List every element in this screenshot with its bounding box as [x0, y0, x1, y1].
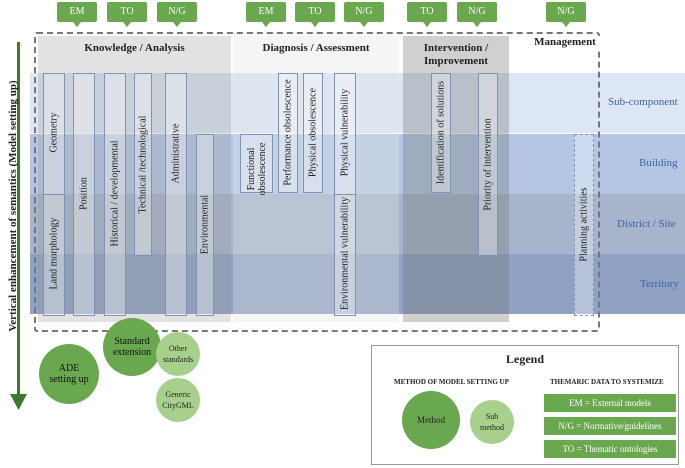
- band-label-sub-component: Sub-component: [608, 96, 678, 108]
- box-priority: [478, 73, 498, 256]
- band-building: [30, 134, 685, 194]
- band-district-site: [30, 194, 685, 254]
- label-priority: Priority of intervention: [482, 118, 494, 211]
- sub-method-generic: Generic CityGML: [156, 378, 200, 422]
- legend-sub-method-circle: Sub method: [470, 400, 514, 444]
- main-dashed-frame: [34, 32, 600, 332]
- phase-title-diagnosis: Diagnosis / Assessment: [262, 42, 370, 54]
- legend-data-head: THEMARIC DATA TO SYSTEMIZE: [550, 378, 664, 386]
- box-position: [73, 73, 95, 316]
- phase-title-management: Management: [520, 36, 610, 49]
- tag-intervention-to: TO: [407, 2, 447, 27]
- phase-intervention-bg: [403, 36, 509, 322]
- phase-title-intervention: Intervention / Improvement: [423, 42, 489, 67]
- box-performance: [278, 73, 298, 193]
- label-administrative: Administrative: [170, 123, 182, 184]
- band-label-territory: Territory: [640, 278, 679, 290]
- tag-knowledge-em: EM: [57, 2, 97, 27]
- tag-diagnosis-em: EM: [246, 2, 286, 27]
- label-environmental: Environmental: [199, 194, 211, 255]
- legend-item-em: EM = External models: [544, 394, 676, 412]
- label-geometry: Geometry: [48, 112, 60, 153]
- tag-knowledge-ng: N/G: [157, 2, 197, 27]
- label-planning: Planning activities: [578, 187, 590, 262]
- geometry-divider: [43, 194, 65, 195]
- band-label-building: Building: [639, 157, 678, 169]
- method-standard: Standard extension: [103, 318, 161, 376]
- box-functional: [240, 134, 273, 193]
- label-physical-obsolescence: Physical obsolescence: [307, 87, 319, 178]
- axis-arrowhead-icon: [10, 394, 27, 410]
- tag-diagnosis-ng: N/G: [344, 2, 384, 27]
- phase-title-knowledge: Knowledge / Analysis: [84, 42, 185, 54]
- legend: Legend METHOD OF MODEL SETTING UP THEMAR…: [371, 345, 679, 465]
- tag-management-ng: N/G: [546, 2, 586, 27]
- legend-item-ng: N/G = Normative/guidelines: [544, 417, 676, 435]
- label-land-morphology: Land morphology: [48, 217, 60, 290]
- box-physical-obsolescence: [303, 73, 323, 193]
- tag-knowledge-to: TO: [107, 2, 147, 27]
- box-technical: [134, 73, 152, 256]
- axis-label: Vertical enhancement of semantics (Model…: [7, 80, 19, 332]
- phase-diagnosis-bg: [233, 36, 399, 322]
- band-territory: [30, 254, 685, 314]
- tag-diagnosis-to: TO: [295, 2, 335, 27]
- axis-arrow-line: [17, 42, 20, 398]
- label-performance: Performance obsolescence: [282, 79, 294, 186]
- box-environmental: [196, 134, 214, 316]
- legend-title: Legend: [505, 352, 544, 366]
- band-label-district-site: District / Site: [617, 218, 676, 230]
- label-historical: Historical / developmental: [109, 140, 121, 247]
- sub-method-other: Other standards: [156, 332, 200, 376]
- legend-method-head: METHOD OF MODEL SETTING UP: [394, 378, 509, 386]
- label-position: Position: [78, 177, 90, 210]
- box-identification: [431, 73, 451, 193]
- label-physical-vulnerability: Physical vulnerability: [339, 88, 351, 177]
- method-ade: ADE setting up: [39, 344, 99, 404]
- label-technical: Technical /technological: [137, 115, 149, 214]
- label-functional: Functional obsolescence: [246, 142, 268, 196]
- box-historical: [104, 73, 126, 316]
- vulnerability-divider: [334, 194, 356, 195]
- legend-method-circle: Method: [402, 391, 460, 449]
- label-environmental-vulnerability: Environmental vulnerability: [339, 196, 351, 311]
- box-planning: [574, 134, 594, 316]
- legend-item-to: TO = Thematic ontologies: [544, 440, 676, 458]
- band-sub-component: [30, 73, 685, 133]
- label-identification: Identification of solutions: [435, 80, 447, 185]
- box-administrative: [165, 73, 187, 316]
- tag-intervention-ng: N/G: [457, 2, 497, 27]
